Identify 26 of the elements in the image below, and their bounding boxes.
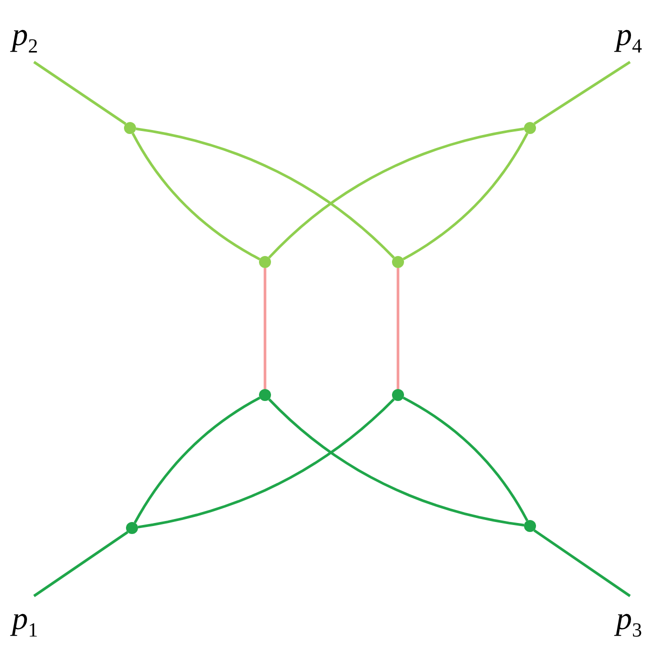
vertex-dot [126,522,138,534]
momentum-label: p$_{4}$ [616,18,642,56]
propagator-line [136,128,395,259]
vertex-dot [392,389,404,401]
propagator-line [402,132,528,260]
propagator-line [134,396,260,524]
propagator-line [264,268,266,389]
vertex-dot [259,256,271,268]
propagator-line [402,396,528,522]
propagator-line [33,60,126,125]
vertex-dot [392,256,404,268]
vertex-dot [524,122,536,134]
propagator-line [268,128,524,259]
momentum-label: p$_{1}$ [12,602,38,640]
propagator-line [533,529,631,598]
propagator-line [268,398,524,526]
vertex-dot [124,122,136,134]
momentum-label: p$_{3}$ [616,602,642,640]
vertex-dot [259,389,271,401]
propagator-line [396,268,400,389]
propagator-line [132,132,260,260]
propagator-line [33,531,128,598]
vertex-dot [524,520,536,532]
propagator-line [138,398,395,528]
momentum-label: p$_{2}$ [12,18,38,56]
propagator-line [534,60,631,125]
